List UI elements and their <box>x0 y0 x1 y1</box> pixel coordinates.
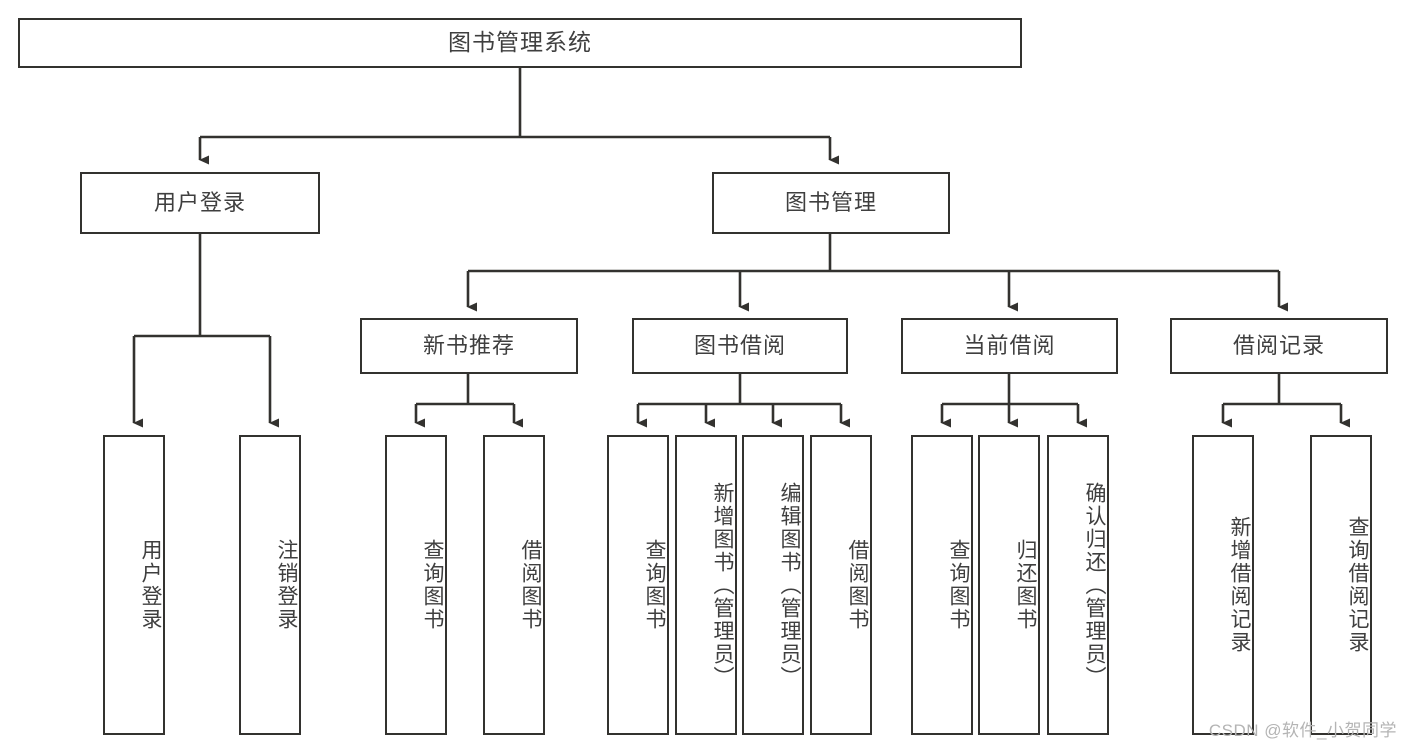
leaf-new-book-borrow[interactable]: 借阅图书 <box>483 435 545 735</box>
node-book-borrow[interactable]: 图书借阅 <box>632 318 848 374</box>
leaf-current-return-book[interactable]: 归还图书 <box>978 435 1040 735</box>
leaf-borrow-edit-book-admin[interactable]: 编辑图书（管理员） <box>742 435 804 735</box>
node-borrow-record[interactable]: 借阅记录 <box>1170 318 1388 374</box>
node-current-borrow[interactable]: 当前借阅 <box>901 318 1118 374</box>
leaf-borrow-query-book[interactable]: 查询图书 <box>607 435 669 735</box>
leaf-record-query-borrow-record[interactable]: 查询借阅记录 <box>1310 435 1372 735</box>
leaf-user-login-login[interactable]: 用户登录 <box>103 435 165 735</box>
node-new-book-recommend[interactable]: 新书推荐 <box>360 318 578 374</box>
leaf-borrow-add-book-admin[interactable]: 新增图书（管理员） <box>675 435 737 735</box>
leaf-current-confirm-return-admin[interactable]: 确认归还（管理员） <box>1047 435 1109 735</box>
leaf-new-book-query[interactable]: 查询图书 <box>385 435 447 735</box>
leaf-user-login-logout[interactable]: 注销登录 <box>239 435 301 735</box>
node-book-management[interactable]: 图书管理 <box>712 172 950 234</box>
leaf-current-query-book[interactable]: 查询图书 <box>911 435 973 735</box>
leaf-borrow-borrow-book[interactable]: 借阅图书 <box>810 435 872 735</box>
csdn-watermark: CSDN @软件_小贺同学 <box>1208 721 1397 740</box>
leaf-record-add-borrow-record[interactable]: 新增借阅记录 <box>1192 435 1254 735</box>
node-user-login[interactable]: 用户登录 <box>80 172 320 234</box>
node-root-system[interactable]: 图书管理系统 <box>18 18 1022 68</box>
